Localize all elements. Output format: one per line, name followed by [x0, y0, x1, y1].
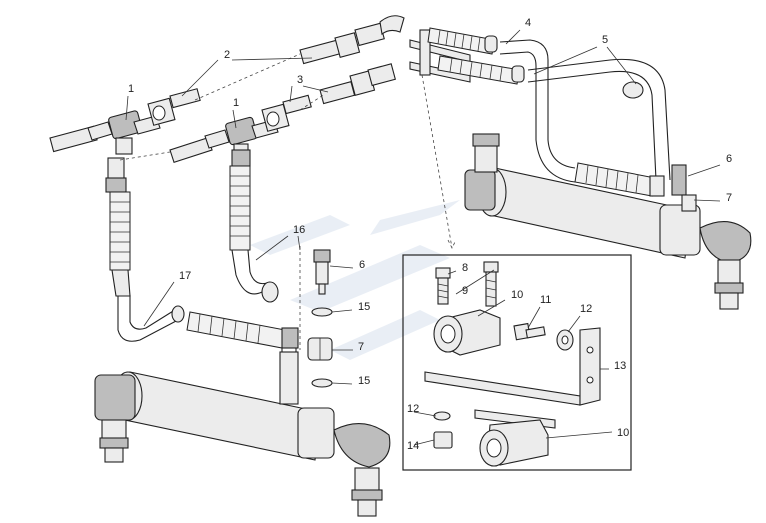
- callout-c3: 3: [297, 74, 303, 86]
- pipe-3-upper: [319, 63, 396, 105]
- pipe-3-segment: [282, 94, 312, 115]
- tee-fitting-center: [169, 116, 279, 164]
- callout-c8: 8: [462, 262, 468, 274]
- callout-c14: 14: [407, 440, 419, 452]
- tee-fitting-left: [49, 110, 161, 155]
- pipe-4-bent: [499, 39, 576, 183]
- washer-15-lower: [311, 378, 333, 388]
- tube-17: [117, 295, 185, 342]
- hydraulic-cylinder-right: [464, 133, 752, 310]
- callout-c4: 4: [525, 17, 531, 29]
- callout-c9: 9: [462, 285, 468, 297]
- hose-center-corrugated: [229, 149, 279, 303]
- fitting-6-lower: [313, 249, 331, 295]
- callout-c17: 17: [179, 270, 191, 282]
- callout-c1b: 1: [233, 97, 239, 109]
- callout-c12b: 12: [407, 403, 419, 415]
- hose-5-corrugated: [437, 55, 525, 85]
- hose-4-corrugated: [427, 27, 498, 55]
- bolt-8: [435, 267, 451, 305]
- hose-left-corrugated: [105, 157, 131, 297]
- callout-c15a: 15: [358, 301, 370, 313]
- bracket-10-lower: [479, 419, 549, 467]
- pipe-bracket: [409, 29, 471, 83]
- callout-c7a: 7: [726, 192, 732, 204]
- pipe-2-left: [169, 88, 201, 109]
- callout-c1a: 1: [128, 83, 134, 95]
- callout-c6a: 6: [726, 153, 732, 165]
- pipe-5-bent: [527, 58, 671, 181]
- watermark-logo: [250, 200, 460, 360]
- callout-c10a: 10: [511, 289, 523, 301]
- callout-c5: 5: [602, 34, 608, 46]
- center-vertical-pipe: [279, 351, 299, 405]
- assembly-dashed-lines: [119, 53, 457, 350]
- leader-lines: [125, 29, 721, 446]
- bolt-11: [513, 322, 546, 341]
- plate-13: [424, 327, 601, 406]
- hose-right-corrugated: [574, 162, 665, 197]
- callout-c13: 13: [614, 360, 626, 372]
- bolt-9: [483, 261, 499, 307]
- callout-c2: 2: [224, 49, 230, 61]
- callout-c11: 11: [540, 294, 551, 306]
- pipe-2-upper: [299, 15, 405, 65]
- detail-inset-frame: [402, 254, 632, 471]
- bracket-10-upper: [433, 309, 501, 356]
- callout-c16: 16: [293, 224, 305, 236]
- nut-14: [433, 431, 453, 449]
- callout-c7b: 7: [358, 341, 364, 353]
- callout-c12a: 12: [580, 303, 592, 315]
- nut-left: [147, 97, 176, 126]
- callout-c6b: 6: [359, 259, 365, 271]
- washer-12-upper: [556, 329, 574, 351]
- washer-12-lower: [433, 411, 451, 421]
- nut-7-lower: [307, 337, 333, 361]
- callout-c10b: 10: [617, 427, 629, 439]
- washer-15-upper: [311, 307, 333, 317]
- callout-c15b: 15: [358, 375, 370, 387]
- hydraulic-cylinder-left: [94, 371, 391, 517]
- nut-center: [261, 103, 290, 132]
